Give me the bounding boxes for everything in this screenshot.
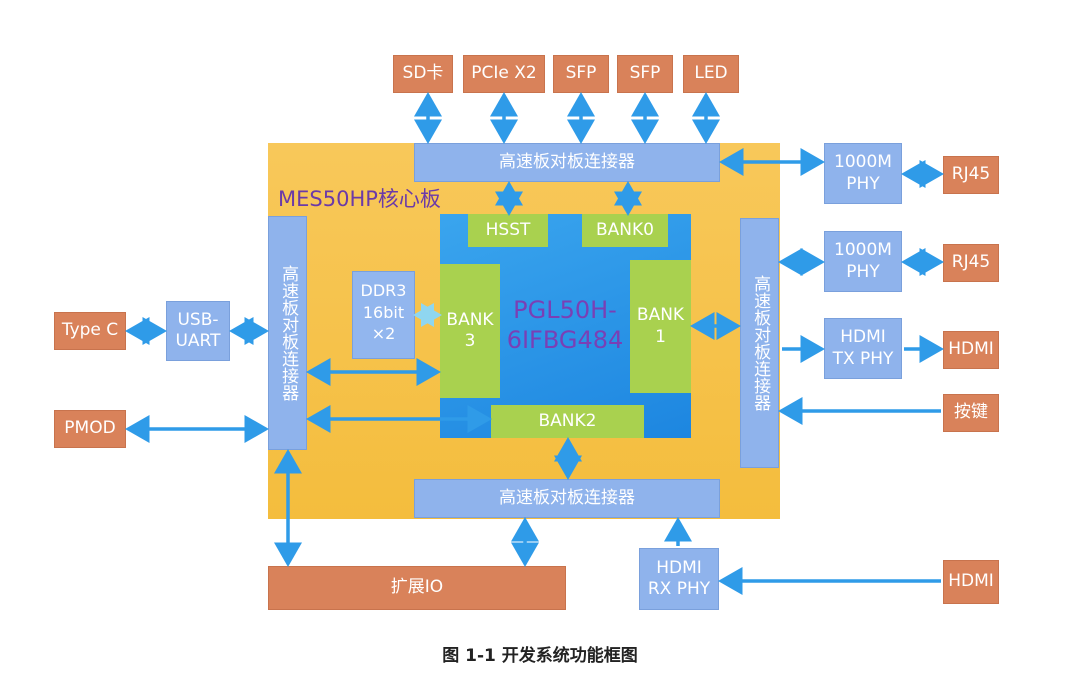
top-connector: 高速板对板连接器	[414, 143, 720, 182]
hdmi-in-label: HDMI	[948, 571, 994, 592]
figure-caption: 图 1-1 开发系统功能框图	[442, 646, 638, 666]
rj45-2-box: RJ45	[943, 244, 999, 282]
ddr3-box: DDR3 16bit ×2	[352, 271, 415, 359]
hdmi-out-label: HDMI	[948, 339, 994, 360]
fpga-name-line1: PGL50H-	[513, 296, 617, 324]
phy1-line2: PHY	[846, 173, 880, 194]
ddr-line3: ×2	[371, 324, 396, 344]
sd-card-label: SD卡	[402, 63, 444, 84]
bank3: BANK 3	[440, 264, 500, 398]
sfp2-label: SFP	[629, 63, 661, 84]
bank1: BANK 1	[630, 260, 691, 393]
bank0-label: BANK0	[596, 219, 654, 240]
usb-uart-line2: UART	[175, 331, 221, 351]
hdmi-rx-line1: HDMI	[656, 557, 702, 578]
bank1-label-line2: 1	[655, 326, 666, 347]
left-connector-label: 高速板对板连接器	[278, 265, 299, 401]
led-label: LED	[694, 63, 728, 84]
fpga-name-line2: 6IFBG484	[506, 326, 624, 354]
type-c-label: Type C	[61, 320, 119, 341]
rj45-1-box: RJ45	[943, 156, 999, 194]
phy2-line1: 1000M	[834, 240, 892, 261]
bank0: BANK0	[582, 214, 668, 247]
hdmi-tx-line1: HDMI	[840, 327, 886, 348]
expand-io-label: 扩展IO	[390, 577, 444, 598]
expand-io-box: 扩展IO	[268, 566, 566, 610]
rj45-2-label: RJ45	[951, 252, 991, 273]
hdmi-out-box: HDMI	[943, 331, 999, 369]
rj45-1-label: RJ45	[951, 164, 991, 185]
hdmi-rx-line2: RX PHY	[647, 579, 711, 599]
pmod-label: PMOD	[64, 418, 116, 439]
phy1-box: 1000M PHY	[824, 143, 902, 204]
key-label: 按键	[954, 402, 988, 423]
right-connector: 高速板对板连接器	[740, 218, 779, 468]
bank3-label-line2: 3	[464, 331, 476, 351]
bank3-label-line1: BANK	[446, 309, 494, 330]
phy1-line1: 1000M	[834, 152, 892, 173]
key-box: 按键	[943, 394, 999, 432]
pmod-box: PMOD	[54, 410, 126, 448]
bank1-label-line1: BANK	[636, 305, 685, 326]
hdmi-rx-phy-box: HDMI RX PHY	[639, 548, 719, 610]
sfp1-box: SFP	[553, 55, 609, 93]
usb-uart-box: USB- UART	[166, 301, 230, 361]
bank2: BANK2	[491, 405, 644, 438]
hsst-label: HSST	[485, 219, 531, 240]
core-board-label: MES50HP核心板	[278, 187, 441, 211]
hdmi-tx-line2: TX PHY	[832, 348, 894, 369]
hdmi-tx-phy-box: HDMI TX PHY	[824, 318, 902, 379]
bank2-label: BANK2	[538, 410, 597, 431]
ddr-line2: 16bit	[362, 302, 405, 322]
top-connector-label: 高速板对板连接器	[499, 151, 635, 172]
hsst-bank: HSST	[468, 214, 548, 247]
pcie-label: PCIe X2	[471, 63, 537, 84]
sd-card-box: SD卡	[393, 55, 453, 93]
usb-uart-line1: USB-	[177, 309, 219, 330]
sfp2-box: SFP	[617, 55, 673, 93]
hdmi-in-box: HDMI	[943, 560, 999, 604]
right-connector-label: 高速板对板连接器	[750, 275, 771, 411]
left-connector: 高速板对板连接器	[268, 216, 307, 450]
ddr-line1: DDR3	[360, 281, 407, 300]
bottom-connector: 高速板对板连接器	[414, 479, 720, 518]
sfp1-label: SFP	[565, 63, 597, 84]
pcie-box: PCIe X2	[463, 55, 545, 93]
type-c-box: Type C	[54, 312, 126, 350]
fpga-part-number: PGL50H- 6IFBG484	[505, 295, 625, 355]
bottom-connector-label: 高速板对板连接器	[499, 487, 635, 508]
phy2-box: 1000M PHY	[824, 231, 902, 292]
led-box: LED	[683, 55, 739, 93]
phy2-line2: PHY	[846, 261, 880, 282]
